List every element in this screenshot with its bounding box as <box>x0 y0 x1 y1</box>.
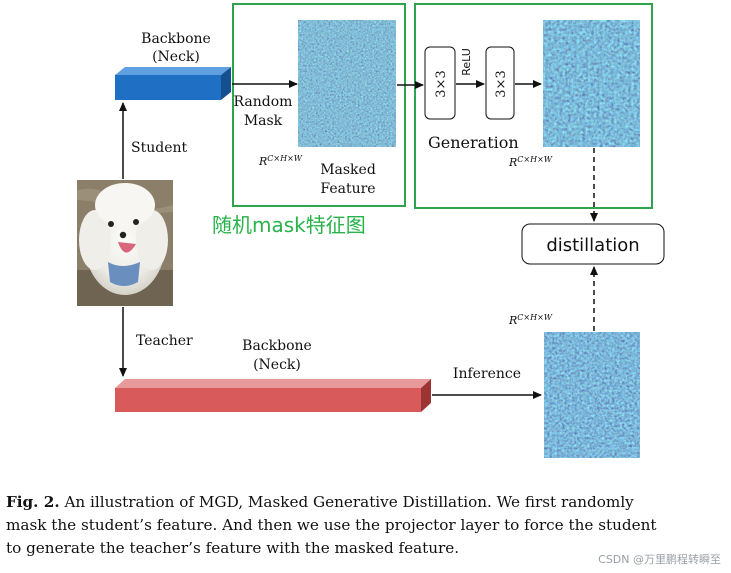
conv2-label: 3×3 <box>494 70 509 97</box>
inference-label: Inference <box>453 366 521 382</box>
masked-feature-box <box>232 3 406 207</box>
generation-label: Generation <box>428 133 519 152</box>
student-backbone-label-1: Backbone <box>141 31 211 47</box>
caption-line-3: to generate the teacher’s feature with t… <box>6 539 460 557</box>
teacher-backbone-label-1: Backbone <box>242 338 312 354</box>
student-backbone-block <box>115 67 231 100</box>
generated-feature-map <box>543 20 640 147</box>
teacher-dims-label: RC×H×W <box>508 313 553 327</box>
random-mask-chinese-label: 随机mask特征图 <box>212 213 366 237</box>
masked-dims-label: RC×H×W <box>258 154 303 168</box>
figure-caption: Fig. 2. An illustration of MGD, Masked G… <box>6 491 731 560</box>
generation-box <box>414 3 653 209</box>
relu-label: ReLU <box>460 48 473 76</box>
student-backbone-label-2: (Neck) <box>152 49 200 65</box>
generated-dims-label: RC×H×W <box>508 155 553 169</box>
teacher-feature-map <box>544 332 640 458</box>
csdn-watermark: CSDN @万里鹏程转瞬至 <box>598 553 721 566</box>
teacher-label: Teacher <box>136 333 193 349</box>
caption-fig-label: Fig. 2. <box>6 493 60 511</box>
masked-feature-map <box>298 20 396 147</box>
dog-photo <box>77 180 173 306</box>
conv2-block <box>485 46 515 120</box>
distillation-label: distillation <box>546 235 639 256</box>
conv1-label: 3×3 <box>434 70 449 97</box>
masked-feature-label-1: Masked <box>320 162 376 178</box>
teacher-backbone-label-2: (Neck) <box>253 357 301 373</box>
masked-feature-label-2: Feature <box>320 181 375 197</box>
random-mask-label-2: Mask <box>244 113 283 129</box>
conv1-block <box>424 46 456 120</box>
caption-line-2: mask the student’s feature. And then we … <box>6 516 657 534</box>
caption-line-1: An illustration of MGD, Masked Generativ… <box>64 493 634 511</box>
teacher-backbone-block <box>115 379 431 412</box>
random-mask-label-1: Random <box>234 94 293 110</box>
distillation-box <box>521 223 665 265</box>
student-label: Student <box>131 140 187 156</box>
